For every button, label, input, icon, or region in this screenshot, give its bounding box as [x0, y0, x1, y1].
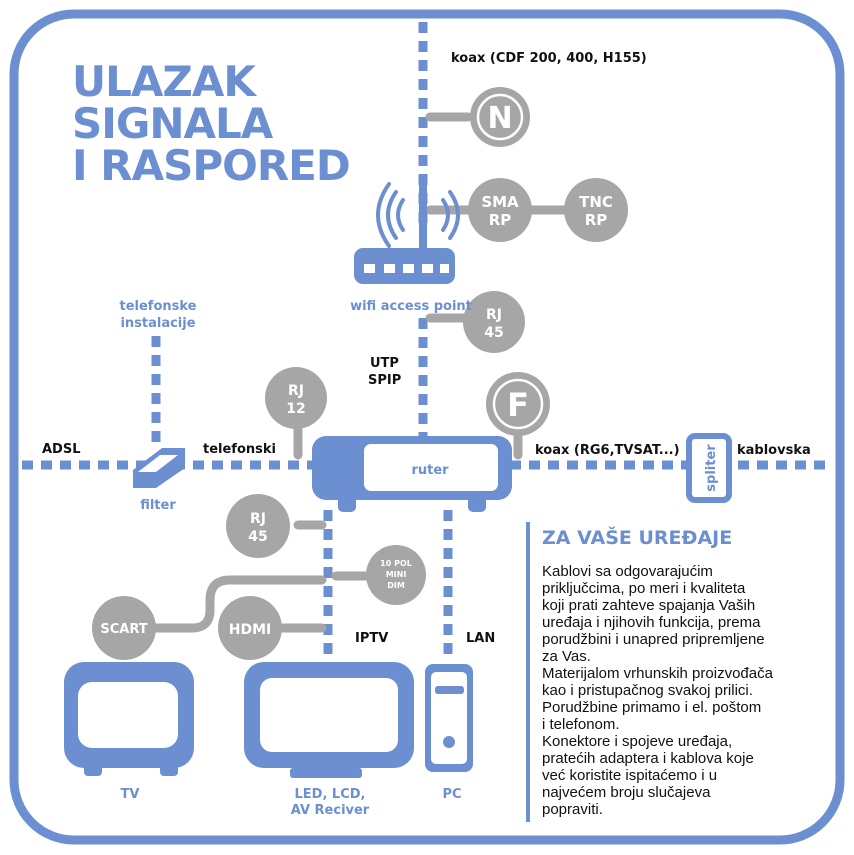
- label-kablovska: kablovska: [737, 443, 811, 458]
- label-adsl: ADSL: [42, 442, 81, 457]
- label-filter: filter: [140, 498, 176, 513]
- connector-rj45-top: RJ 45: [463, 291, 525, 353]
- info-line: Porudžbine primamo i el. poštom: [542, 699, 761, 716]
- label-tv: TV: [121, 787, 140, 802]
- label-wifi-ap: wifi access point: [350, 299, 472, 314]
- connector-sma-rp: SMA RP: [468, 178, 532, 242]
- connector-scart: SCART: [92, 596, 156, 660]
- info-line: Kablovi sa odgovarajućim: [542, 563, 713, 580]
- connector-rj45-bottom: RJ 45: [226, 494, 290, 558]
- info-line: pratećih adaptera i kablova koje: [542, 750, 754, 767]
- connector-n: N: [470, 87, 530, 147]
- router-icon: ruter: [312, 436, 512, 512]
- svg-text:F: F: [507, 386, 529, 424]
- svg-text:SCART: SCART: [100, 622, 147, 637]
- label-led: LED, LCD,: [295, 787, 366, 802]
- router-label: ruter: [411, 463, 449, 478]
- svg-text:RP: RP: [585, 211, 608, 229]
- wifi-access-point-icon: [354, 180, 460, 284]
- filter-icon: [133, 448, 185, 488]
- info-line: popraviti.: [542, 801, 603, 818]
- led-lcd-icon: [244, 662, 414, 778]
- svg-text:RJ: RJ: [486, 307, 502, 323]
- svg-text:MINI: MINI: [386, 570, 407, 579]
- info-line: za Vas.: [542, 648, 591, 665]
- label-telefonske-1: telefonske: [120, 299, 197, 314]
- pc-icon: [425, 664, 473, 772]
- svg-text:I RASPORED: I RASPORED: [72, 141, 350, 190]
- connector-tnc-rp: TNC RP: [564, 178, 628, 242]
- frame-border: [9, 9, 845, 845]
- label-utp: UTP: [370, 356, 399, 371]
- connector-hdmi: HDMI: [218, 596, 282, 660]
- svg-text:RP: RP: [489, 211, 512, 229]
- connector-mini-din: 10 POL MINI DIM: [366, 545, 426, 605]
- info-line: Konektore i spojeve uređaja,: [542, 733, 732, 750]
- svg-text:N: N: [487, 101, 512, 136]
- info-heading: ZA VAŠE UREĐAJE: [542, 525, 732, 549]
- connector-cables: [145, 112, 570, 633]
- label-coax-top: koax (CDF 200, 400, H155): [451, 51, 647, 66]
- svg-text:45: 45: [248, 529, 267, 545]
- info-line: priključcima, po meri i kvaliteta: [542, 580, 746, 597]
- info-line: i telefonom.: [542, 716, 620, 733]
- tv-icon: [64, 662, 194, 776]
- info-line: već koristite ispitaćemo i u: [542, 767, 717, 784]
- svg-text:12: 12: [286, 401, 305, 417]
- info-line: Materijalom vrhunskih proizvođača: [542, 665, 774, 682]
- svg-text:SMA: SMA: [481, 193, 519, 211]
- info-line: kao i pristupačnog svakoj prilici.: [542, 682, 753, 699]
- info-line: koji prati zahteve spajanja Vaših: [542, 597, 755, 614]
- label-av-receiver: AV Reciver: [291, 803, 370, 818]
- connector-rj12: RJ 12: [265, 367, 327, 429]
- info-line: najvećem broju slučajeva: [542, 784, 711, 801]
- splitter-icon: spliter: [686, 433, 732, 503]
- info-line: porudžbini i unapred pripremljene: [542, 631, 765, 648]
- svg-text:SIGNALA: SIGNALA: [72, 99, 274, 148]
- svg-text:DIM: DIM: [387, 581, 405, 590]
- svg-text:10 POL: 10 POL: [380, 559, 412, 568]
- label-iptv: IPTV: [355, 631, 388, 646]
- connector-f: F: [486, 372, 550, 436]
- svg-text:RJ: RJ: [250, 511, 266, 527]
- info-panel: ZA VAŠE UREĐAJE Kablovi sa odgovarajućim…: [526, 522, 774, 822]
- info-line: uređaja i njihovih funkcija, prema: [542, 614, 761, 631]
- svg-text:TNC: TNC: [579, 193, 613, 211]
- label-lan: LAN: [466, 631, 495, 646]
- label-spip: SPIP: [368, 373, 401, 388]
- label-telefonski: telefonski: [203, 442, 276, 457]
- svg-text:HDMI: HDMI: [229, 622, 271, 638]
- label-pc: PC: [442, 787, 461, 802]
- svg-text:ULAZAK: ULAZAK: [72, 57, 257, 106]
- label-telefonske-2: instalacije: [120, 316, 195, 331]
- page-title: ULAZAK SIGNALA I RASPORED: [72, 57, 351, 190]
- svg-text:RJ: RJ: [288, 383, 304, 399]
- splitter-label: spliter: [704, 444, 719, 492]
- label-coax-right: koax (RG6,TVSAT...): [535, 443, 680, 458]
- svg-text:45: 45: [484, 325, 503, 341]
